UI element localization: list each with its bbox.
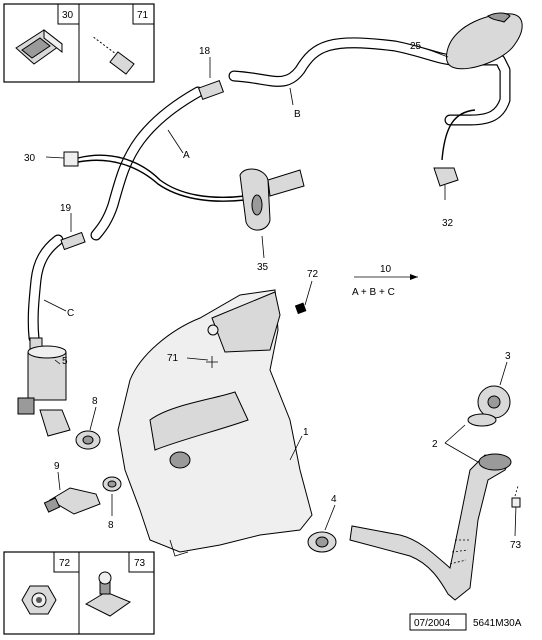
connector-18-icon xyxy=(197,79,225,101)
hose-label-a: A xyxy=(183,150,190,161)
callout-71: 71 xyxy=(167,353,179,364)
callout-73: 73 xyxy=(510,540,522,551)
callout-5: 5 xyxy=(62,356,68,367)
callout-1: 1 xyxy=(303,427,309,438)
footer: 07/2004 5641M30A xyxy=(409,613,522,631)
callout-3: 3 xyxy=(505,351,511,362)
grommet-8b-icon xyxy=(102,476,122,492)
inset-bottom: 72 73 xyxy=(3,551,155,635)
assembly-formula: 10 A + B + C xyxy=(352,264,418,298)
footer-date: 07/2004 xyxy=(414,618,451,629)
callout-25: 25 xyxy=(410,41,422,52)
inset-label-72: 72 xyxy=(59,558,71,569)
inset-top: 30 71 xyxy=(3,3,155,83)
nut-72-icon xyxy=(21,585,57,615)
inset-label-30: 30 xyxy=(62,10,74,21)
plus-mark-71 xyxy=(206,356,218,368)
clip-30-icon xyxy=(15,28,63,65)
clip-32-icon xyxy=(433,167,459,187)
callout-8a: 8 xyxy=(92,396,98,407)
grommet-35-icon xyxy=(239,168,305,231)
callout-2: 2 xyxy=(432,439,438,450)
seal-4-icon xyxy=(307,531,337,553)
formula-ref: 10 xyxy=(380,264,392,275)
grommet-8a-icon xyxy=(75,430,101,450)
callouts: 18 25 30 32 19 35 72 71 5 1 8 9 8 4 3 2 … xyxy=(24,41,522,551)
callout-32: 32 xyxy=(442,218,454,229)
callout-35: 35 xyxy=(257,262,269,273)
connector-19-icon xyxy=(60,231,86,251)
hose-letters: A B C xyxy=(67,109,301,319)
screw-71-icon xyxy=(91,35,135,75)
callout-4: 4 xyxy=(331,494,337,505)
callout-18: 18 xyxy=(199,46,211,57)
leader-lines xyxy=(43,48,521,537)
callout-72: 72 xyxy=(307,269,319,280)
callout-19: 19 xyxy=(60,203,72,214)
filler-cap-3-icon xyxy=(467,385,511,427)
callout-8b: 8 xyxy=(108,520,114,531)
square-mark-72 xyxy=(294,302,307,315)
hose-label-b: B xyxy=(294,109,301,120)
hose-b xyxy=(228,37,511,126)
callout-9: 9 xyxy=(54,461,60,472)
wiring xyxy=(77,109,476,202)
washer-jet-25-icon xyxy=(446,12,523,70)
reservoir-1-icon xyxy=(117,289,313,557)
level-sensor-9-icon xyxy=(43,487,101,515)
inset-label-73: 73 xyxy=(134,558,146,569)
pump-5-icon xyxy=(17,337,71,437)
inset-label-71: 71 xyxy=(137,10,149,21)
hose-a xyxy=(90,86,204,241)
formula-expr: A + B + C xyxy=(352,287,395,298)
hose-c xyxy=(27,234,64,344)
footer-code: 5641M30A xyxy=(473,618,522,629)
stud-73-icon xyxy=(84,571,132,617)
callout-30: 30 xyxy=(24,153,36,164)
connector-30-icon xyxy=(63,151,79,167)
hose-label-c: C xyxy=(67,308,74,319)
filler-neck-icon xyxy=(349,453,512,601)
